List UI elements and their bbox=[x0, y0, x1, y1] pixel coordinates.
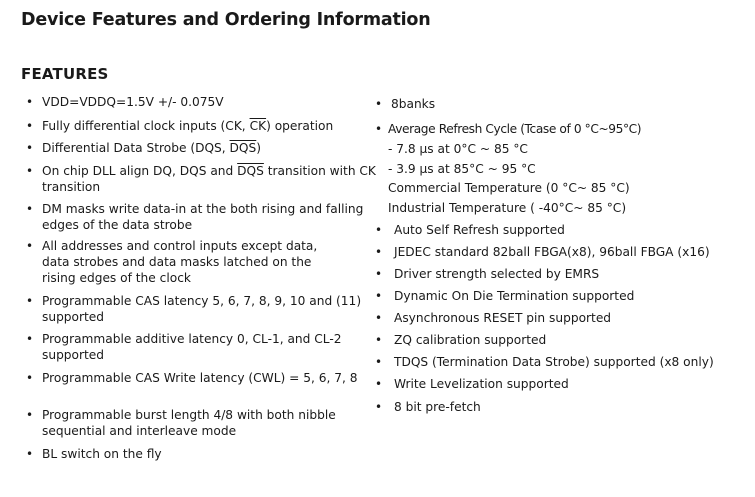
feature-text-part: transition with CK bbox=[263, 164, 376, 178]
bullet-icon: • bbox=[26, 371, 34, 385]
bullet-icon: • bbox=[375, 289, 383, 303]
bullet-icon: • bbox=[375, 355, 383, 369]
feature-text: sequential and interleave mode bbox=[42, 424, 237, 438]
bullet-icon: • bbox=[26, 202, 34, 216]
feature-text: VDD=VDDQ=1.5V +/- 0.075V bbox=[42, 95, 224, 109]
feature-text: JEDEC standard 82ball FBGA(x8), 96ball F… bbox=[394, 245, 710, 259]
feature-text-part: ) operation bbox=[266, 119, 334, 133]
bullet-icon: • bbox=[375, 97, 383, 111]
feature-text: TDQS (Termination Data Strobe) supported… bbox=[394, 355, 714, 369]
feature-text: ZQ calibration supported bbox=[394, 333, 547, 347]
bullet-icon: • bbox=[26, 141, 34, 155]
feature-text: supported bbox=[42, 348, 105, 362]
feature-text: Programmable CAS latency 5, 6, 7, 8, 9, … bbox=[42, 294, 362, 308]
feature-text-part: On chip DLL align DQ, DQS and bbox=[42, 164, 238, 178]
bullet-icon: • bbox=[26, 447, 34, 461]
bullet-icon: • bbox=[26, 408, 34, 422]
feature-text: rising edges of the clock bbox=[42, 271, 191, 285]
feature-text: supported bbox=[42, 310, 105, 324]
feature-text: DM masks write data-in at the both risin… bbox=[42, 202, 364, 216]
feature-text: 8banks bbox=[391, 97, 436, 111]
bullet-icon: • bbox=[26, 294, 34, 308]
feature-text: 8 bit pre-fetch bbox=[394, 400, 481, 414]
feature-text: Average Refresh Cycle (Tcase of 0 °C~95°… bbox=[388, 122, 642, 136]
bullet-icon: • bbox=[375, 267, 383, 281]
feature-text: Differential Data Strobe (DQS, DQS) bbox=[42, 140, 261, 156]
feature-text-part: Fully differential clock inputs (CK, bbox=[42, 119, 250, 133]
feature-text: Dynamic On Die Termination supported bbox=[394, 289, 635, 303]
overlined-signal: CK bbox=[249, 119, 267, 133]
bullet-icon: • bbox=[375, 122, 383, 136]
feature-text: Programmable additive latency 0, CL-1, a… bbox=[42, 332, 342, 346]
feature-text: On chip DLL align DQ, DQS and DQS transi… bbox=[42, 163, 376, 179]
bullet-icon: • bbox=[26, 119, 34, 133]
feature-text: transition bbox=[42, 180, 101, 194]
feature-text: Write Levelization supported bbox=[394, 377, 569, 391]
feature-text-part: Differential Data Strobe (DQS, bbox=[42, 141, 230, 155]
bullet-icon: • bbox=[375, 377, 383, 391]
bullet-icon: • bbox=[375, 311, 383, 325]
feature-subtext: - 3.9 µs at 85°C ~ 95 °C bbox=[388, 162, 536, 176]
bullet-icon: • bbox=[26, 332, 34, 346]
overlined-signal: DQS bbox=[229, 141, 257, 155]
feature-text: edges of the data strobe bbox=[42, 218, 193, 232]
bullet-icon: • bbox=[26, 164, 34, 178]
feature-text: BL switch on the fly bbox=[42, 447, 162, 461]
feature-text: Driver strength selected by EMRS bbox=[394, 267, 600, 281]
bullet-icon: • bbox=[375, 333, 383, 347]
bullet-icon: • bbox=[375, 245, 383, 259]
page-title: Device Features and Ordering Information bbox=[21, 10, 431, 30]
features-heading: FEATURES bbox=[21, 65, 109, 83]
bullet-icon: • bbox=[375, 223, 383, 237]
feature-text: Auto Self Refresh supported bbox=[394, 223, 565, 237]
bullet-icon: • bbox=[375, 400, 383, 414]
bullet-icon: • bbox=[26, 95, 34, 109]
feature-text: Asynchronous RESET pin supported bbox=[394, 311, 612, 325]
feature-text: Fully differential clock inputs (CK, CK)… bbox=[42, 118, 333, 134]
feature-text: Programmable burst length 4/8 with both … bbox=[42, 408, 336, 422]
feature-text-part: ) bbox=[256, 141, 262, 155]
feature-subtext: Industrial Temperature ( -40°C~ 85 °C) bbox=[388, 201, 627, 215]
feature-subtext: Commercial Temperature (0 °C~ 85 °C) bbox=[388, 181, 630, 195]
feature-text: All addresses and control inputs except … bbox=[42, 239, 318, 253]
bullet-icon: • bbox=[26, 239, 34, 253]
feature-subtext: - 7.8 µs at 0°C ~ 85 °C bbox=[388, 142, 528, 156]
overlined-signal: DQS bbox=[237, 164, 264, 178]
feature-text: Programmable CAS Write latency (CWL) = 5… bbox=[42, 371, 358, 385]
feature-text: data strobes and data masks latched on t… bbox=[42, 255, 312, 269]
